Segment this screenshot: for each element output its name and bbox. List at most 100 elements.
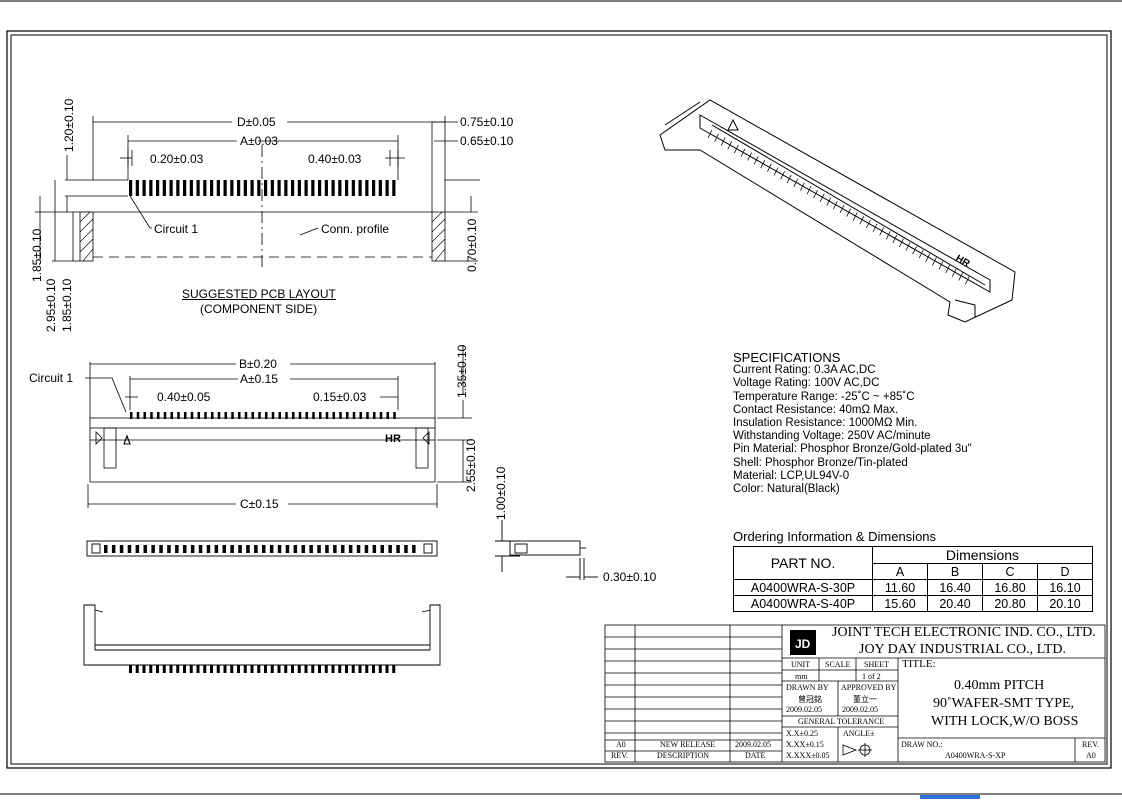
bottom-pin [222,545,226,553]
iso-pin [879,227,884,236]
front-dim-h1: 1.35±0.10 [455,344,469,398]
top-pin [156,665,159,673]
bottom-pin [167,545,171,553]
bottom-pin [175,545,179,553]
rev-label: REV. [1082,740,1099,749]
pcb-dim-a: A±0.03 [240,134,278,148]
pcb-pad [372,180,376,196]
front-pin [386,412,389,419]
unit-value: mm [795,672,808,681]
pcb-pad [169,180,173,196]
bottom-pin [230,545,234,553]
bottom-pin [269,545,274,553]
table-cell: A0400WRA-S-40P [733,595,873,612]
bottom-pin [348,545,353,553]
top-pin [351,665,355,673]
front-pin [238,412,241,419]
bottom-pin [143,545,147,553]
iso-pin [714,133,719,142]
iso-pin [885,231,891,240]
front-pin [197,412,200,419]
iso-pin [925,253,931,262]
iso-pin [753,156,759,165]
col-header: B [927,563,983,580]
table-cell: 15.60 [872,595,928,612]
front-pin [143,412,146,419]
pcb-layout-view [35,116,480,270]
pcb-pad [142,180,146,196]
top-pin [324,665,328,673]
isometric-view [659,99,1016,323]
bottom-pin [388,545,392,553]
bottom-pin [341,545,345,553]
pcb-pad [365,180,369,196]
pcb-dim-r2: 0.65±0.10 [460,134,514,148]
front-pin [170,412,173,419]
side-dim-v1: 1.00±0.10 [494,466,508,520]
pcb-pad [277,180,281,196]
pcb-circuit-label: Circuit 1 [154,222,199,236]
col-header: C [982,563,1038,580]
iso-pin [767,163,772,172]
bottom-pin [317,545,321,553]
spec-line: Current Rating: 0.3A AC,DC [733,364,876,377]
title-line-1: 0.40mm PITCH [954,678,1045,693]
iso-triangle-icon [727,118,739,131]
pin1-triangle-icon [123,434,131,445]
front-dim-p1: 0.40±0.05 [157,390,211,404]
sheet-value: 1 of 2 [862,672,881,681]
iso-pin [720,137,726,146]
front-pin [136,412,140,419]
bottom-pin [333,545,337,553]
pcb-subcaption: (COMPONENT SIDE) [200,302,318,316]
top-pin [291,665,294,673]
iso-pin [786,174,792,184]
draw-no-label: DRAW NO.: [901,740,943,749]
front-pin [130,412,133,419]
title-block-grid [604,624,1106,763]
top-pin [311,665,315,673]
pcb-pad [196,180,200,196]
top-pin [365,665,369,673]
bottom-pin [396,545,400,553]
bottom-pin [277,545,282,553]
col-header: D [1037,563,1093,580]
front-dim-p2: 0.15±0.03 [313,390,367,404]
pcb-dim-v3: 2.95±0.10 [44,278,58,332]
pcb-pad [162,180,166,196]
spec-title: SPECIFICATIONS [733,350,841,365]
pcb-caption: SUGGESTED PCB LAYOUT [182,287,336,301]
spec-line: Insulation Resistance: 1000MΩ Min. [733,417,918,430]
table-cell: 20.40 [927,595,983,612]
sheet-label: SHEET [864,660,889,669]
ordering-title: Ordering Information & Dimensions [733,529,937,544]
top-pin [345,665,348,673]
front-pin [366,412,369,419]
pcb-pad [237,180,241,196]
iso-pin [866,219,871,229]
svg-text:JD: JD [795,637,811,651]
front-dim-c: C±0.15 [240,497,279,511]
front-pin [292,412,295,419]
tolerance-2: X.XX±0.15 [786,740,824,749]
table-cell: 20.80 [982,595,1038,612]
spec-line: Withstanding Voltage: 250V AC/minute [733,430,931,443]
iso-pin [938,261,944,270]
front-pin [231,412,234,419]
iso-pin [780,171,785,180]
drawn-by-name: 曾冠銘 [798,695,822,704]
front-brand-logo: HR [385,433,401,445]
table-cell: A0400WRA-S-30P [733,579,873,596]
pcb-pad [203,180,207,196]
bottom-pin [206,545,211,553]
iso-pin [839,204,845,214]
pcb-pad [149,180,153,196]
iso-pin [899,238,904,247]
pcb-pad [304,180,308,196]
top-pin [149,665,153,673]
table-cell: 16.40 [927,579,983,596]
top-pin [189,665,193,673]
title-line-2: 90˚WAFER-SMT TYPE, [933,696,1075,711]
pcb-pad [284,180,288,196]
iso-pin [806,186,812,195]
